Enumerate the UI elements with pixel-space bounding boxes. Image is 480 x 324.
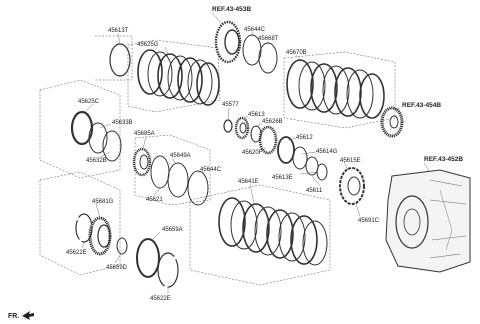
ring-45659a [136, 238, 160, 278]
part-label-45670b[interactable]: 45670B [286, 50, 307, 56]
carrier-45615e [339, 167, 365, 205]
ring-45644c-mid [187, 170, 209, 206]
front-arrow-icon [22, 311, 34, 320]
part-label-45644c-mid[interactable]: 45644C [200, 167, 222, 173]
gear-45613 [234, 116, 250, 140]
group-boxes [39, 35, 396, 286]
ref-label-452b[interactable]: REF.43-452B [424, 156, 463, 163]
snap-ring-45613t [109, 43, 131, 77]
part-label-45613[interactable]: 45613 [248, 112, 265, 118]
clutch-pack-45670b [286, 59, 385, 119]
part-label-45613t[interactable]: 45613T [108, 28, 129, 34]
box-45681g [39, 171, 121, 276]
leader-lines [81, 12, 431, 294]
part-label-45614g[interactable]: 45614G [316, 149, 338, 155]
ring-45626b [250, 125, 262, 143]
part-label-45641e[interactable]: 45641E [238, 179, 259, 185]
ring-45611 [305, 156, 319, 176]
ring-45668t [258, 42, 278, 74]
box-45613t [95, 35, 133, 81]
part-label-45611[interactable]: 45611 [306, 188, 323, 194]
box-45670b [283, 51, 396, 129]
part-label-45625c[interactable]: 45625C [78, 99, 100, 105]
front-direction-indicator: FR. [8, 311, 34, 320]
part-label-45659a[interactable]: 45659A [162, 227, 183, 233]
part-label-45681g[interactable]: 45681G [92, 199, 114, 205]
part-label-45649a[interactable]: 45649A [170, 153, 191, 159]
part-label-45625g[interactable]: 45625G [137, 42, 159, 48]
ring-45633b [88, 122, 108, 154]
drum-ref-453b [214, 20, 242, 64]
part-shapes [70, 20, 471, 288]
part-label-45621[interactable]: 45621 [146, 197, 163, 203]
hub-45685a [132, 147, 152, 177]
part-label-45622e-left[interactable]: 45622E [66, 250, 87, 256]
part-label-45613e[interactable]: 45613E [272, 175, 293, 181]
part-label-45691c[interactable]: 45691C [358, 218, 380, 224]
fr-label: FR. [8, 313, 19, 320]
part-label-45622e-bottom[interactable]: 45622E [150, 296, 171, 302]
part-labels: 45613T 45625G 45644C 45668T 45670B 45625… [66, 27, 380, 302]
part-label-45620f[interactable]: 45620F [242, 150, 263, 156]
box-45685a [134, 134, 211, 206]
ref-label-453b[interactable]: REF.43-453B [212, 6, 251, 13]
ring-45614g [292, 146, 308, 170]
ring-45644c-top [242, 34, 262, 66]
drum-45681g [88, 216, 112, 256]
box-45625c [39, 79, 121, 179]
snap-ring-45622e-bottom [157, 252, 179, 288]
part-label-45668t[interactable]: 45668T [258, 36, 279, 42]
part-label-45612[interactable]: 45612 [296, 135, 313, 141]
part-label-45633b[interactable]: 45633B [112, 120, 133, 126]
transmission-case-ref-452b [385, 169, 471, 273]
part-label-45615e[interactable]: 45615E [340, 158, 361, 164]
clutch-pack-45641e [218, 197, 328, 266]
part-label-45685a[interactable]: 45685A [134, 131, 155, 137]
ref-label-454b[interactable]: REF.43-454B [402, 102, 441, 109]
part-label-45626b[interactable]: 45626B [262, 119, 283, 125]
ring-45632b [102, 130, 122, 162]
box-45641e [189, 184, 331, 286]
reference-labels: REF.43-453B REF.43-454B REF.43-452B [212, 6, 463, 163]
ring-45621 [150, 155, 170, 189]
ring-45577 [223, 119, 233, 133]
part-label-45632b[interactable]: 45632B [86, 158, 107, 164]
clutch-pack-45625g [137, 49, 220, 106]
part-label-45659d[interactable]: 45659D [106, 265, 128, 271]
gear-ref-454b [380, 106, 404, 138]
part-label-45577[interactable]: 45577 [222, 102, 239, 108]
ring-45649a [167, 162, 189, 198]
part-label-45644c-top[interactable]: 45644C [244, 27, 266, 33]
ring-45612 [277, 136, 295, 164]
ring-45659d [116, 237, 128, 255]
ring-45613e [316, 163, 328, 181]
gear-45620f [258, 125, 278, 155]
ring-45625c [70, 110, 94, 146]
